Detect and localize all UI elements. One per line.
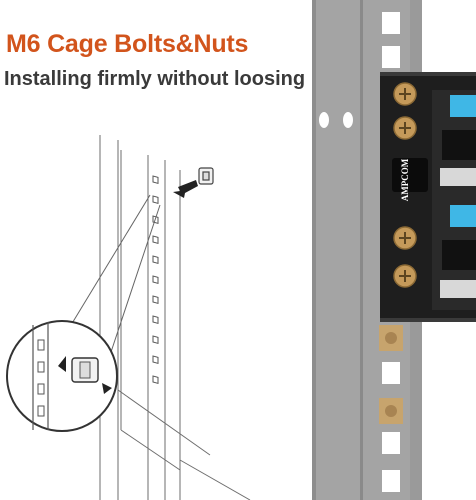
screw-icon (393, 82, 417, 288)
brand-logo: AMPCOM (400, 158, 410, 201)
arrow-icon (173, 180, 198, 198)
cage-nut (379, 325, 403, 424)
cage-nut-icon (198, 167, 214, 185)
subheadline: Installing firmly without loosing (4, 68, 306, 90)
rack-line-drawing (99, 135, 251, 500)
magnifier-callout-icon (6, 194, 161, 432)
rack-square-holes (152, 175, 159, 384)
headline: M6 Cage Bolts&Nuts (6, 30, 249, 58)
patch-panel (380, 72, 476, 322)
